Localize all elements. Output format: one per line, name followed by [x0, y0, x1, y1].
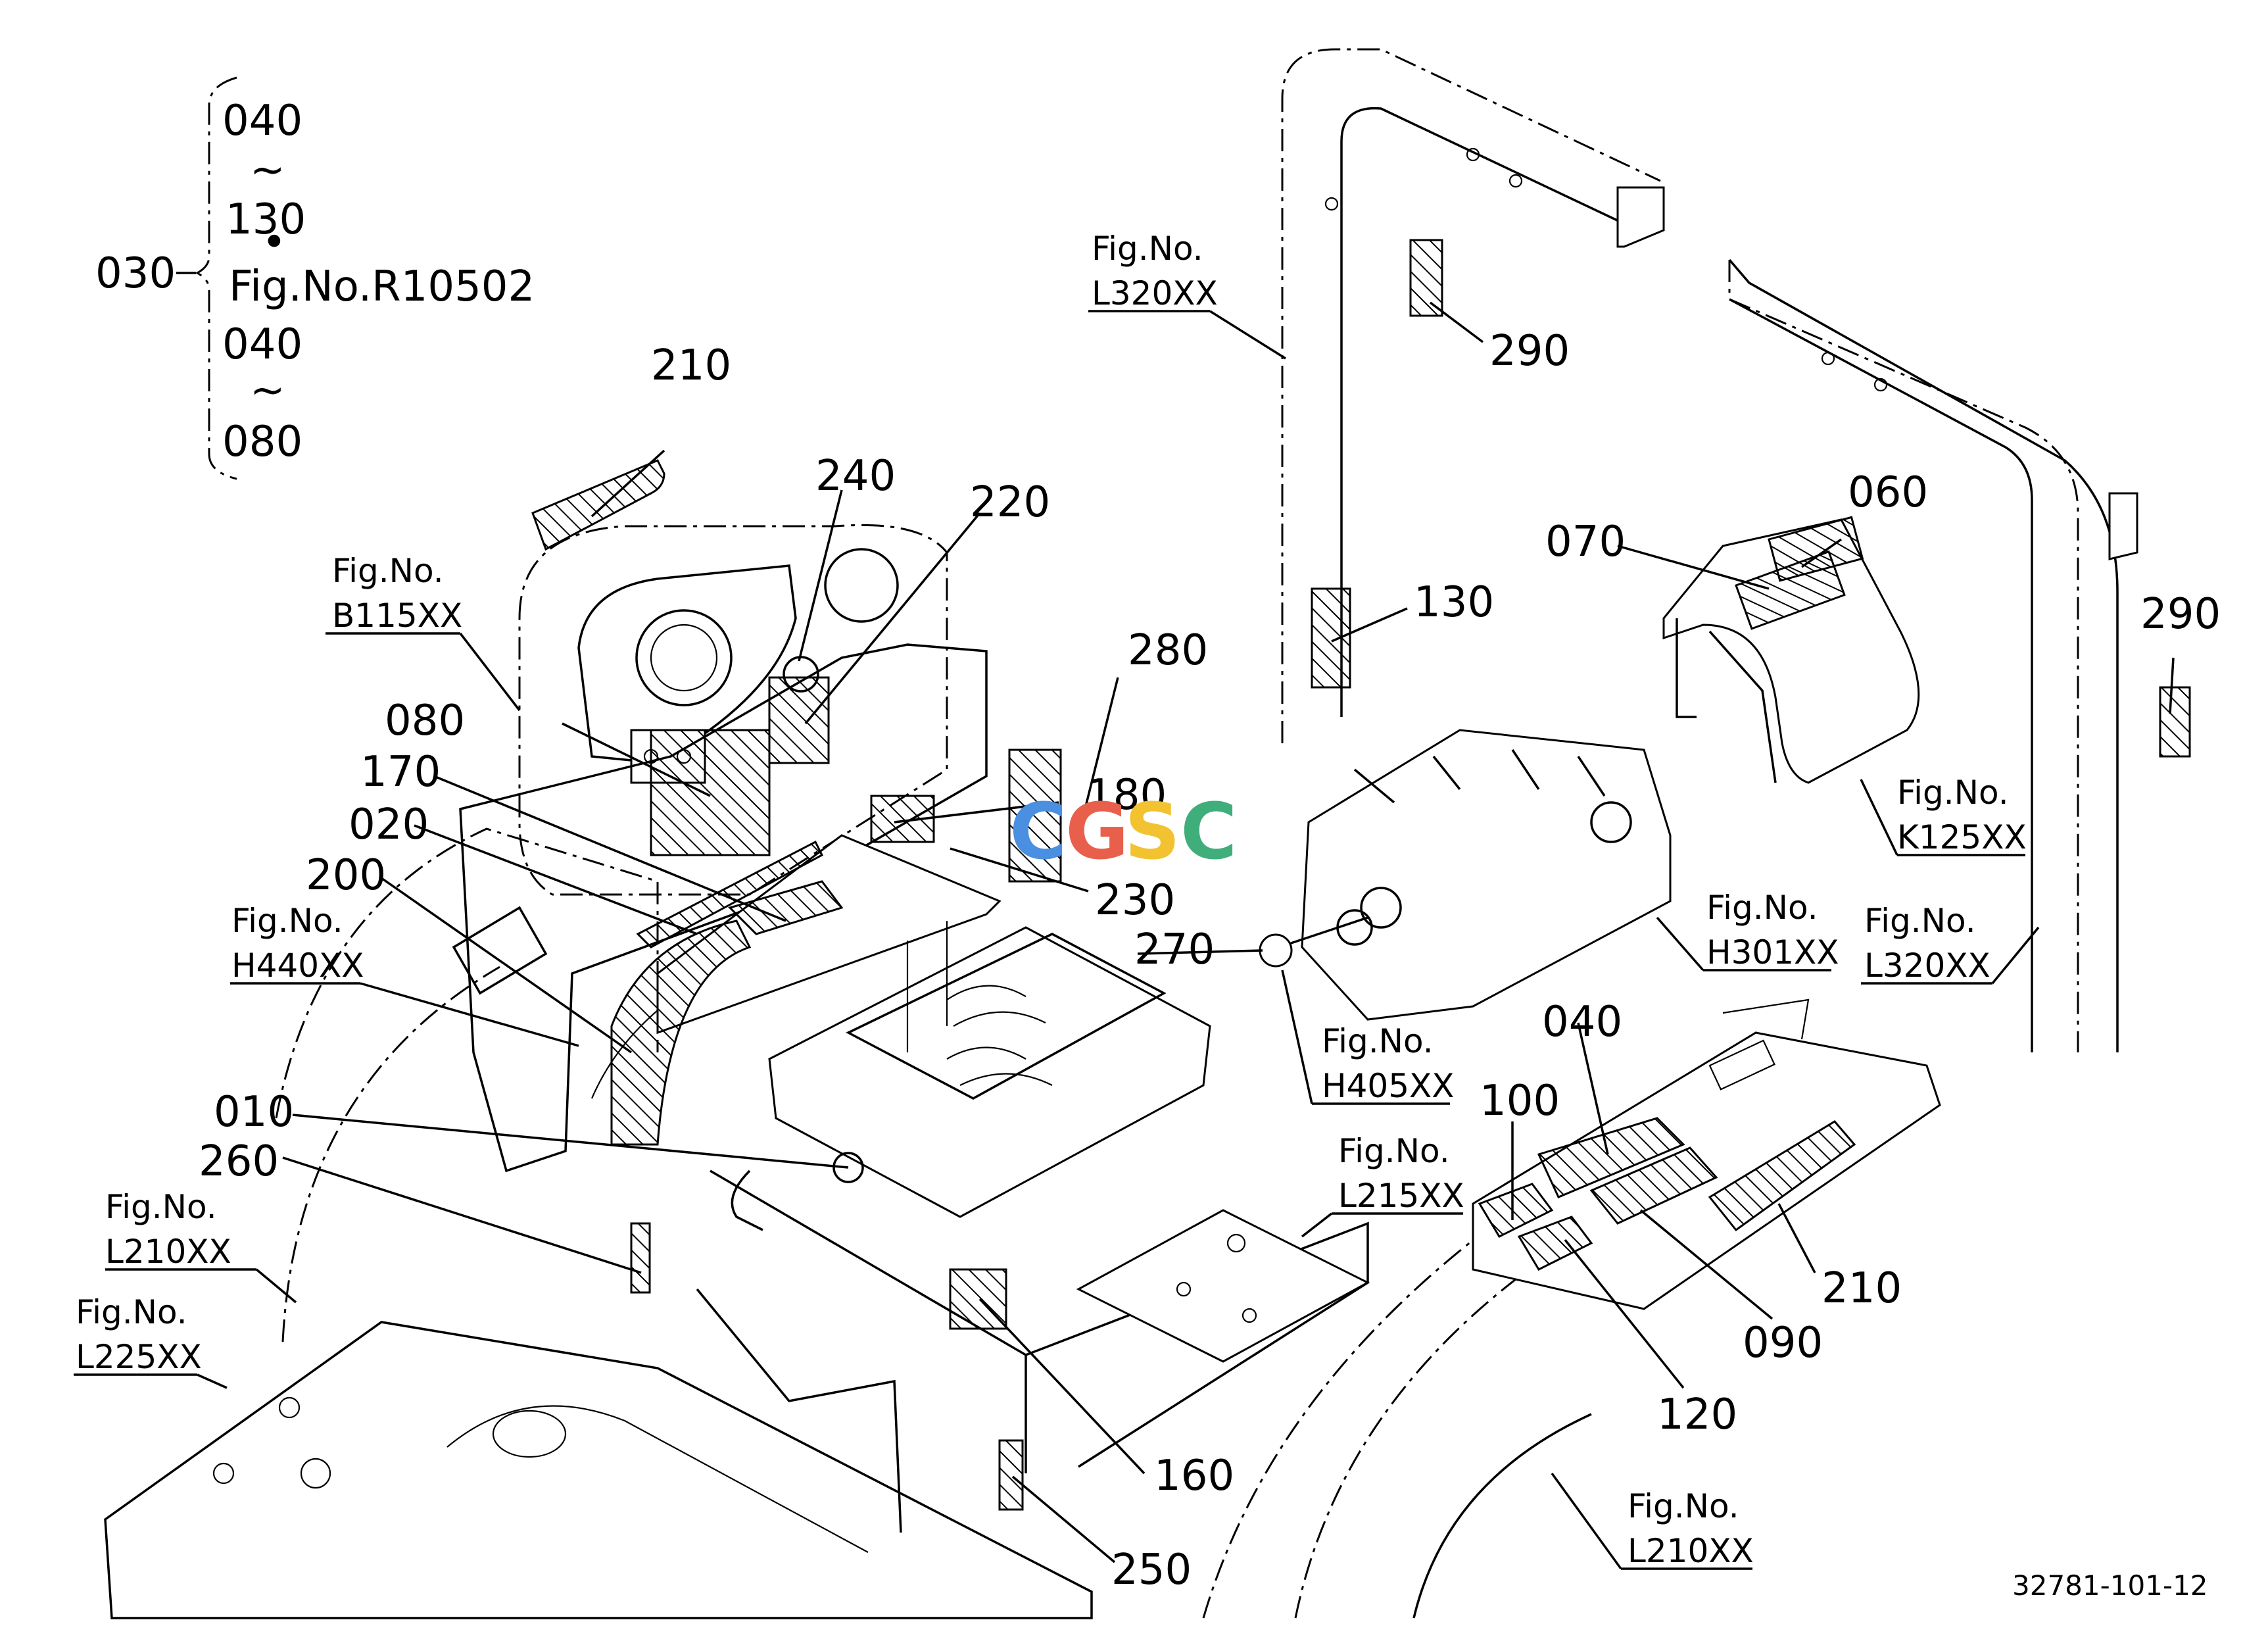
fig-ref-k125-1: Fig.No. — [1897, 774, 2009, 812]
group-line-6: 040 — [222, 320, 302, 369]
label-070: 070 — [1545, 518, 1626, 566]
label-210-fender: 210 — [1822, 1264, 1902, 1313]
label-210-dash: 210 — [651, 341, 731, 390]
fig-ref-b115-1: Fig.No. — [332, 552, 444, 590]
rops-frame-left — [1281, 48, 1665, 743]
label-250: 250 — [1111, 1546, 1192, 1594]
group-parent-label: 030 — [95, 249, 176, 298]
fig-ref-l215-1: Fig.No. — [1338, 1132, 1450, 1170]
fig-ref-l320-right-2: L320XX — [1864, 946, 1991, 985]
group-line-3: 130 — [226, 195, 306, 244]
fig-ref-l225-2: L225XX — [76, 1338, 202, 1376]
label-020: 020 — [349, 800, 429, 849]
group-line-5: Fig.No.R10502 — [229, 262, 535, 311]
group-line-7: ~ — [250, 366, 285, 415]
group-line-4: • — [262, 218, 287, 267]
fig-ref-h405-1: Fig.No. — [1322, 1022, 1434, 1060]
watermark-letter-g: G — [1065, 786, 1129, 877]
label-130: 130 — [1414, 578, 1494, 627]
fig-ref-l210-left-1: Fig.No. — [105, 1188, 217, 1226]
fig-ref-leaders — [74, 310, 2040, 1570]
watermark-logo: C G S C — [1009, 786, 1238, 877]
label-170: 170 — [360, 748, 441, 797]
group-line-8: 080 — [222, 418, 302, 466]
label-220: 220 — [970, 478, 1050, 527]
seat-slide-assembly — [768, 921, 1211, 1218]
step-floor-plate — [104, 1288, 1093, 1619]
label-010: 010 — [214, 1088, 294, 1137]
label-160: 160 — [1154, 1452, 1234, 1500]
rear-cover — [1662, 518, 1920, 784]
fig-ref-l210-right-1: Fig.No. — [1628, 1487, 1739, 1525]
rops-frame-right — [1728, 258, 2138, 1052]
part-number-labels: 210 240 220 280 080 170 020 200 180 230 … — [199, 327, 2221, 1594]
group-bracket: 030 040 ~ 130 • Fig.No.R10502 040 ~ 080 — [95, 76, 535, 480]
label-290-left: 290 — [1489, 327, 1570, 376]
fender-floor — [710, 1169, 1370, 1473]
label-240: 240 — [815, 452, 896, 501]
fig-ref-h405-2: H405XX — [1322, 1067, 1455, 1105]
label-120: 120 — [1657, 1390, 1737, 1439]
fig-ref-l320-left-1: Fig.No. — [1092, 230, 1203, 268]
fig-ref-l320-right-1: Fig.No. — [1864, 902, 1976, 940]
figure-references: Fig.No. L320XX Fig.No. B115XX Fig.No. H4… — [76, 230, 2027, 1570]
hydraulic-block — [1259, 729, 1672, 1021]
fig-ref-h301-1: Fig.No. — [1706, 889, 1818, 927]
label-100: 100 — [1480, 1077, 1560, 1125]
fig-ref-l215-2: L215XX — [1338, 1177, 1464, 1215]
label-230: 230 — [1095, 876, 1175, 925]
fig-ref-b115-2: B115XX — [332, 597, 462, 635]
label-280: 280 — [1128, 626, 1208, 675]
fig-ref-h301-2: H301XX — [1706, 933, 1839, 971]
label-090: 090 — [1743, 1319, 1823, 1367]
label-080: 080 — [385, 697, 465, 745]
decal-markers — [531, 239, 2191, 1511]
fig-ref-l210-right-2: L210XX — [1628, 1532, 1754, 1570]
fig-ref-l225-1: Fig.No. — [76, 1293, 187, 1331]
label-060: 060 — [1848, 468, 1928, 517]
group-line-2: ~ — [250, 146, 285, 195]
label-200: 200 — [306, 851, 386, 900]
label-260: 260 — [199, 1137, 279, 1186]
leader-lines — [282, 301, 2175, 1563]
fig-ref-h440-1: Fig.No. — [231, 902, 343, 940]
drawing-number: 32781-101-12 — [2012, 1569, 2208, 1602]
fig-ref-h440-2: H440XX — [231, 946, 364, 985]
label-180: 180 — [1086, 771, 1167, 820]
fig-ref-k125-2: K125XX — [1897, 818, 2027, 856]
label-270: 270 — [1134, 925, 1215, 974]
fig-ref-l210-left-2: L210XX — [105, 1233, 231, 1271]
group-line-1: 040 — [222, 97, 302, 145]
watermark-letter-c1: C — [1009, 786, 1067, 877]
label-040: 040 — [1542, 998, 1622, 1046]
watermark-letter-c2: C — [1180, 786, 1238, 877]
label-290-right: 290 — [2140, 590, 2221, 639]
fig-ref-l320-left-2: L320XX — [1092, 274, 1218, 312]
watermark-letter-s: S — [1124, 786, 1180, 877]
